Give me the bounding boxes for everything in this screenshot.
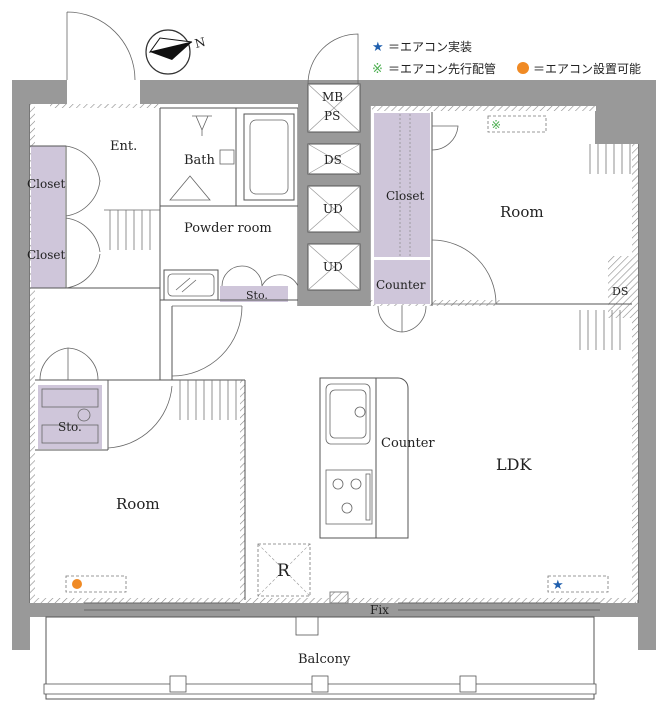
label-closet-left-2: Closet <box>27 248 66 262</box>
compass: N <box>145 29 207 75</box>
legend-dot-icon <box>517 62 529 74</box>
bathtub <box>243 113 295 201</box>
legend-star-icon: ★ <box>372 40 384 55</box>
room-upper-door <box>431 239 497 305</box>
legend-dot-text: ＝エアコン設置可能 <box>533 61 641 76</box>
cooktop <box>325 469 373 525</box>
hatch-ds-right <box>608 256 634 318</box>
sto-lower-door <box>39 347 99 381</box>
step-ticks <box>109 144 631 420</box>
closet-door-left-1 <box>65 145 101 217</box>
powder-door <box>171 305 243 377</box>
label-ds: DS <box>324 153 342 167</box>
label-room-upper: Room <box>500 203 544 221</box>
legend-sleeve-text: ＝エアコン先行配管 <box>388 61 496 76</box>
ac-slot-ldk <box>547 575 609 593</box>
ac-sleeve-marker-icon: ※ <box>491 118 501 132</box>
ac-sleeve-room-upper <box>487 115 547 133</box>
sto-lower-fixtures <box>41 388 99 444</box>
label-closet-right: Closet <box>386 189 425 203</box>
label-ds-right: DS <box>612 285 628 298</box>
toilet-icon <box>77 408 91 422</box>
label-ud-1: UD <box>323 202 343 216</box>
room-lower-door <box>107 380 173 449</box>
shaft-column <box>298 33 370 306</box>
label-bath: Bath <box>184 153 216 168</box>
kitchen-fixtures <box>319 377 409 539</box>
label-entrance: Ent. <box>110 139 137 154</box>
label-storage-lower: Sto. <box>58 420 82 434</box>
bath-fixtures <box>169 113 295 201</box>
wall-bottom <box>12 603 656 617</box>
legend-star-text: ＝エアコン実装 <box>388 39 472 54</box>
shaft-door <box>307 33 359 85</box>
label-ud-2: UD <box>323 260 343 274</box>
room-labels: Ent. Bath Powder room Closet Closet Clos… <box>27 139 544 667</box>
wall-left <box>12 80 30 650</box>
hatch-divider <box>240 380 245 600</box>
storage-areas <box>31 113 430 449</box>
wall-right <box>638 80 656 650</box>
compass-circle <box>145 29 191 75</box>
kitchen-counter-outline <box>319 377 377 539</box>
wall-top-right <box>355 80 595 106</box>
label-counter-kitchen: Counter <box>381 436 435 451</box>
closet-right-door <box>431 125 459 151</box>
hatch-top-right <box>372 106 596 111</box>
compass-arrow-icon <box>150 42 192 60</box>
shower-head-icon <box>192 115 212 136</box>
label-ldk: LDK <box>496 455 532 474</box>
compass-north-label: N <box>193 35 207 51</box>
label-fix: Fix <box>370 603 389 617</box>
shaft-labels: MB PS DS UD UD DS <box>322 90 628 298</box>
powder-closet-door <box>221 265 299 287</box>
windows <box>84 591 600 611</box>
closet-right-fill <box>374 113 430 257</box>
washbasin-icon <box>175 277 197 293</box>
legend-sleeve-icon: ※ <box>372 62 383 77</box>
label-counter-small: Counter <box>376 278 426 292</box>
sto-lower-fill <box>38 385 102 449</box>
doors <box>39 11 497 449</box>
bath-floor-triangle <box>169 175 211 201</box>
sto-powder-fill <box>220 286 288 302</box>
washing-machine-pan <box>163 269 219 301</box>
ac-star-marker-icon: ★ <box>552 578 564 593</box>
bath-drain <box>219 149 235 165</box>
sink <box>325 383 371 445</box>
ac-slot-room-lower <box>65 575 127 593</box>
label-mb: MB <box>322 90 343 104</box>
counter-door <box>377 305 427 333</box>
hatch-left <box>30 104 35 600</box>
balcony <box>43 616 597 700</box>
label-closet-left-1: Closet <box>27 177 66 191</box>
entrance-door <box>66 11 136 81</box>
ac-dot-marker-icon <box>72 579 82 589</box>
closet-left-lower-fill <box>31 216 65 288</box>
label-ps: PS <box>324 109 340 123</box>
closet-door-left-2 <box>65 217 101 289</box>
label-room-lower: Room <box>116 495 160 513</box>
counter-small-fill <box>374 260 430 304</box>
closet-left-upper-fill <box>31 146 65 216</box>
hatch-right <box>632 144 638 600</box>
fridge-space <box>257 543 311 597</box>
label-balcony: Balcony <box>298 652 351 667</box>
label-storage-powder: Sto. <box>246 289 268 302</box>
legend: ★ ＝エアコン実装 ※ ＝エアコン先行配管 ＝エアコン設置可能 <box>372 39 641 77</box>
label-powder-room: Powder room <box>184 221 272 236</box>
powder-fixtures <box>163 269 219 301</box>
hatch-ent-top <box>50 104 160 108</box>
label-refrigerator: R <box>277 561 291 581</box>
